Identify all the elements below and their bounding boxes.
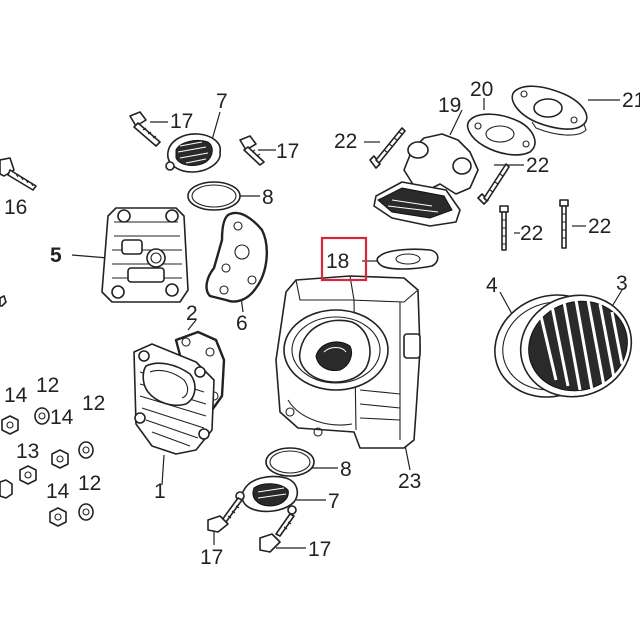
callout-13: 13 [16, 440, 39, 463]
callout-16: 16 [4, 196, 27, 219]
part-8-oring-top [187, 181, 241, 211]
part-22-studs [369, 127, 569, 251]
callout-22-a: 22 [334, 130, 357, 153]
highlight-box [320, 236, 368, 282]
callout-20: 20 [470, 78, 493, 101]
part-1-cylinder [133, 343, 215, 455]
callout-14-b: 14 [50, 406, 74, 429]
callout-4: 4 [486, 274, 498, 297]
callout-22-b: 22 [526, 154, 549, 177]
callout-3: 3 [616, 272, 628, 295]
callout-17-lower-right: 17 [308, 538, 331, 561]
callout-17-lower-left: 17 [200, 546, 223, 569]
part-21-spacer [511, 85, 588, 136]
part-19-manifold [373, 133, 479, 227]
part-7-cover-top [165, 133, 222, 173]
callout-18: 18 [326, 250, 349, 273]
callout-8-top: 8 [262, 186, 274, 209]
callout-19: 19 [438, 94, 461, 117]
part-7-cover-lower [235, 475, 299, 515]
part-17-bolt-right [239, 135, 265, 166]
part-20-gasket [466, 113, 536, 156]
part-3-filter-grille [519, 294, 633, 398]
callout-17-top: 17 [170, 110, 193, 133]
callout-2: 2 [186, 302, 198, 325]
part-5-cylinder-head [101, 207, 189, 303]
part-17-bolts-lower [207, 497, 295, 553]
callout-5: 5 [50, 244, 62, 267]
part-23-housing [275, 275, 421, 449]
part-17-bolt-top [129, 111, 161, 147]
callout-12-a: 12 [36, 374, 59, 397]
callout-14-c: 14 [46, 480, 70, 503]
callout-23: 23 [398, 470, 421, 493]
part-18-gasket [376, 248, 439, 270]
callout-7-lower: 7 [328, 490, 340, 513]
callout-12-b: 12 [82, 392, 105, 415]
callout-7-top: 7 [216, 90, 228, 113]
part-16-bolt [0, 157, 37, 191]
part-6-gasket [205, 211, 268, 303]
callout-labels: 7 17 17 8 16 5 6 2 1 14 12 14 12 13 14 1… [4, 78, 640, 569]
callout-22-c: 22 [520, 222, 543, 245]
small-hardware-left [0, 295, 94, 527]
callout-17-right: 17 [276, 140, 299, 163]
callout-12-c: 12 [78, 472, 101, 495]
callout-6: 6 [236, 312, 248, 335]
callout-21: 21 [622, 89, 640, 112]
callout-1: 1 [154, 480, 166, 503]
callout-22-d: 22 [588, 215, 611, 238]
part-8-oring-lower [265, 447, 315, 477]
callout-14-a: 14 [4, 384, 28, 407]
callout-8-lower: 8 [340, 458, 352, 481]
